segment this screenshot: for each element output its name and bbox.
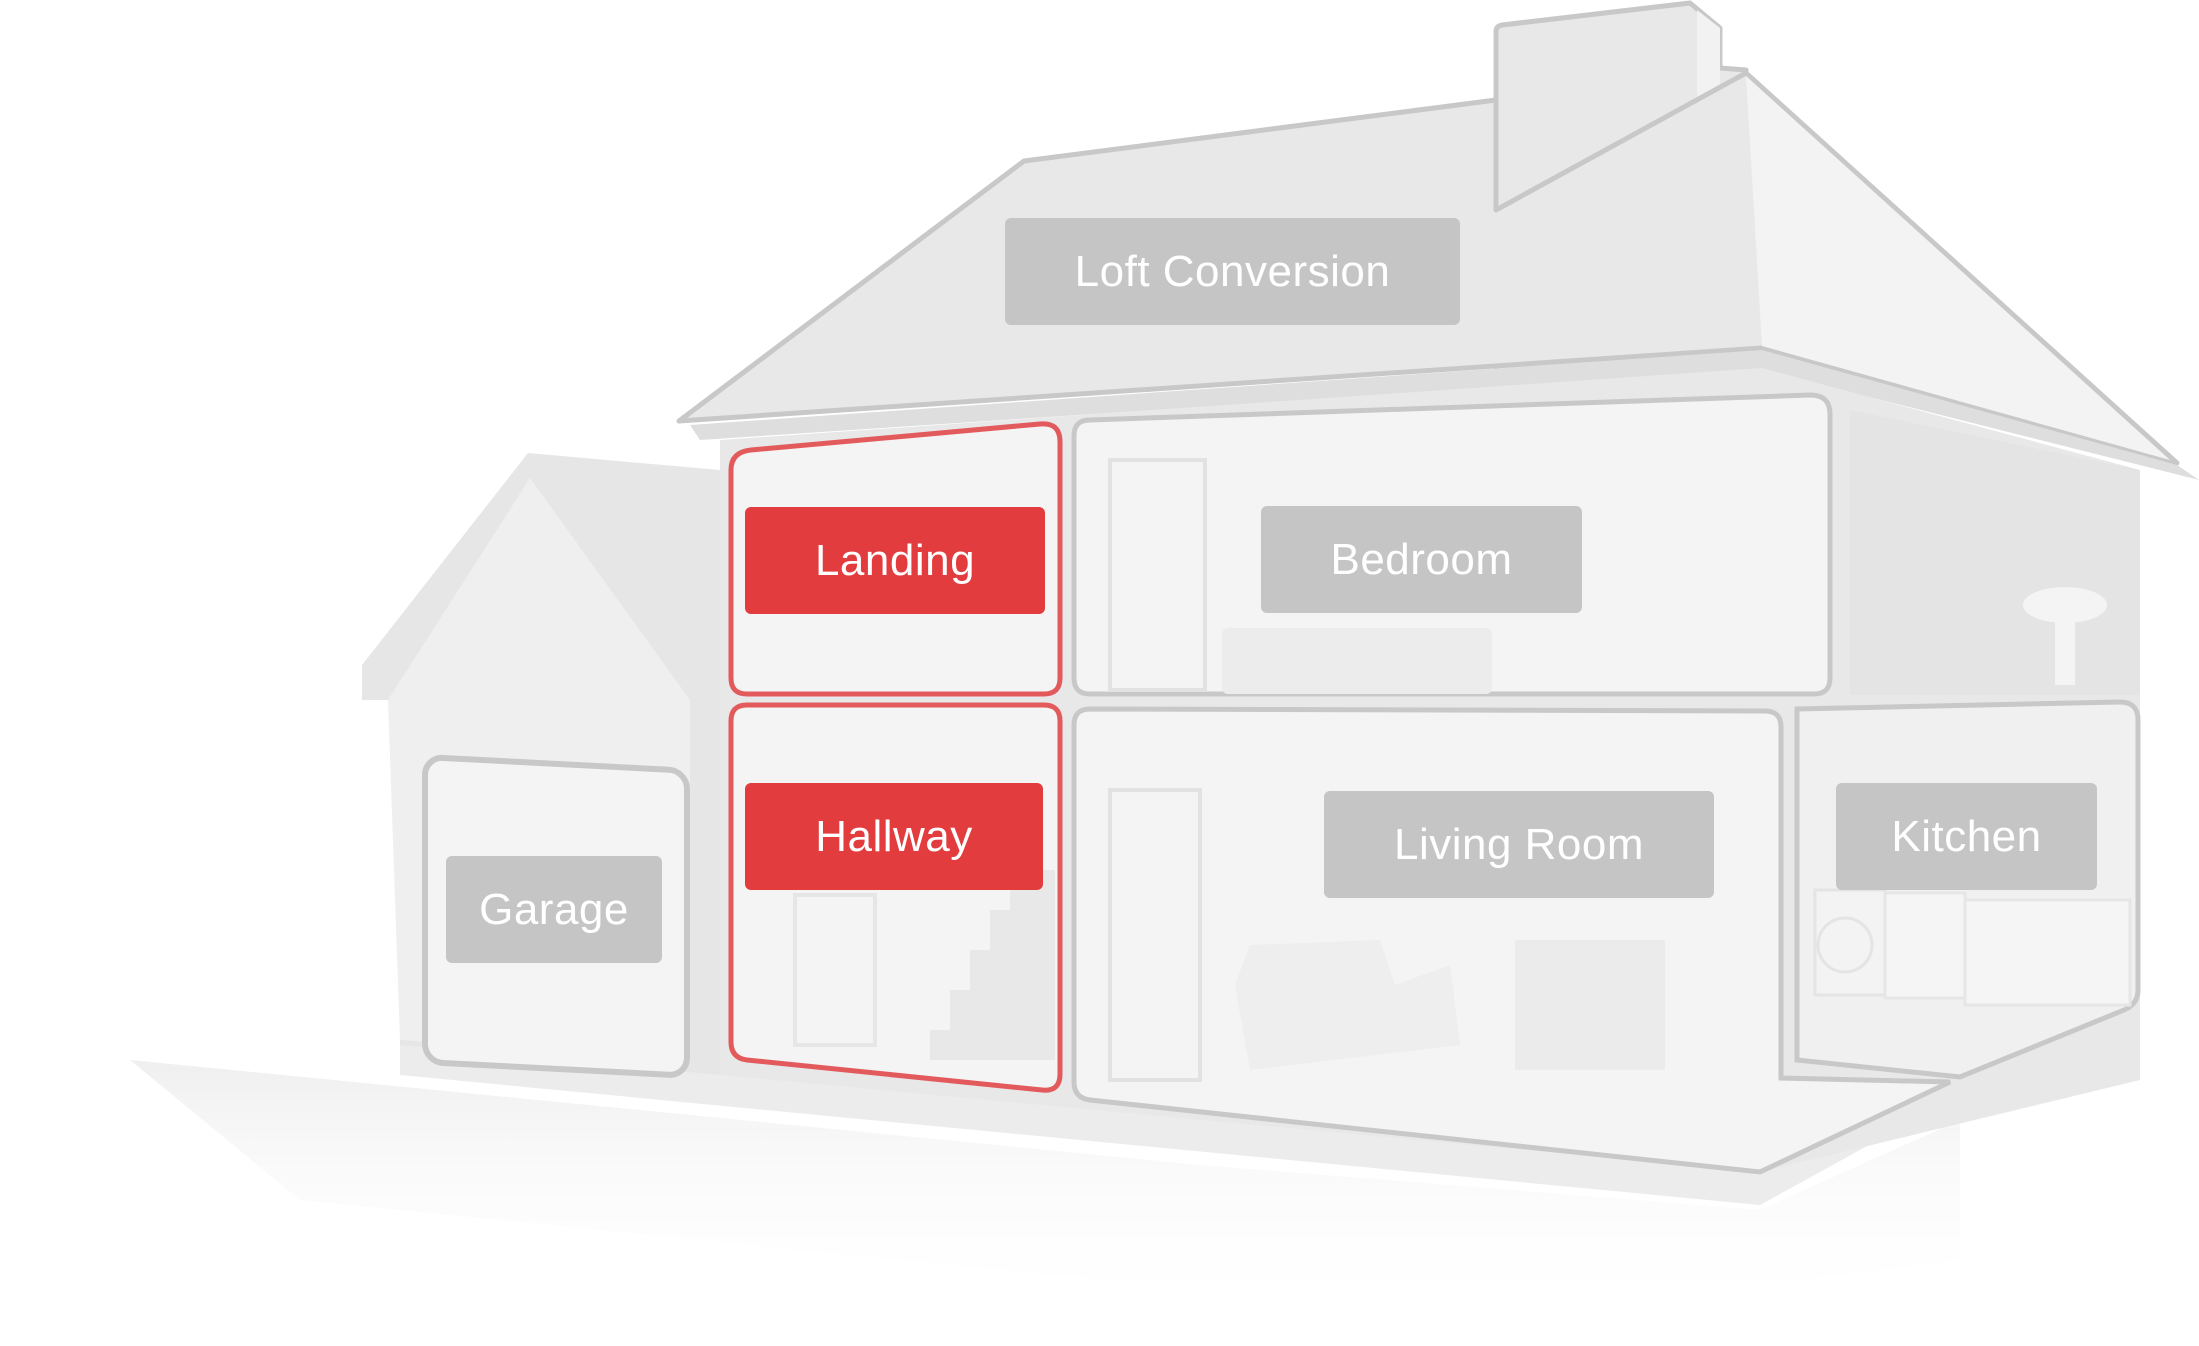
room-label-bedroom[interactable]: Bedroom bbox=[1261, 506, 1582, 613]
room-label-landing[interactable]: Landing bbox=[745, 507, 1045, 614]
bedroom-door bbox=[1108, 458, 1207, 692]
room-label-garage[interactable]: Garage bbox=[446, 856, 662, 963]
washing-machine bbox=[1813, 888, 1887, 997]
fireplace bbox=[1515, 940, 1665, 1070]
room-label-kitchen[interactable]: Kitchen bbox=[1836, 783, 2097, 890]
bed bbox=[1222, 628, 1492, 694]
floor-band bbox=[690, 350, 2199, 480]
roof-side bbox=[1746, 76, 2170, 460]
room-label-loft-conversion[interactable]: Loft Conversion bbox=[1005, 218, 1460, 325]
hallway-door bbox=[793, 893, 877, 1047]
living-door bbox=[1108, 788, 1202, 1082]
room-label-hallway[interactable]: Hallway bbox=[745, 783, 1043, 890]
hallway-stairs bbox=[930, 870, 1055, 1060]
room-label-living-room[interactable]: Living Room bbox=[1324, 791, 1714, 898]
sink-icon bbox=[2023, 587, 2107, 685]
ground-shadow bbox=[130, 1060, 1960, 1320]
kitchen-counter bbox=[1883, 891, 2132, 1007]
armchair bbox=[1235, 940, 1460, 1070]
